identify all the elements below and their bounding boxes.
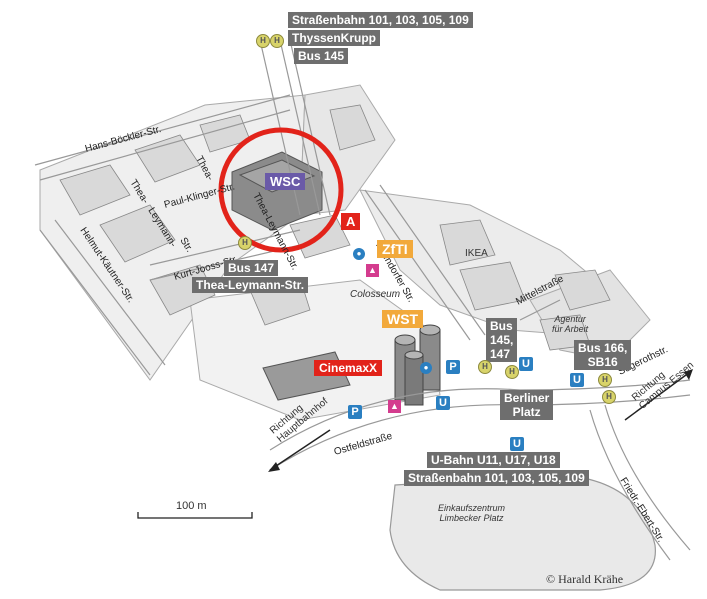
venue-einkaufszentrum: Einkaufszentrum Limbecker Platz: [438, 503, 506, 523]
label-bus-145-147: Bus 145, 147: [486, 318, 518, 362]
label-tram-north: Straßenbahn 101, 103, 105, 109: [288, 12, 473, 28]
venue-ikea: IKEA: [465, 248, 488, 259]
highlight-circle: [218, 127, 344, 253]
venue-wst[interactable]: WST: [382, 310, 424, 328]
ubahn-icon[interactable]: U: [510, 437, 524, 451]
stop-h-icon[interactable]: H: [478, 360, 492, 374]
label-bus-147: Bus 147: [224, 260, 279, 276]
scale-label: 100 m: [176, 500, 207, 512]
venue-colosseum: Colosseum: [350, 289, 401, 300]
label-ubahn: U-Bahn U11, U17, U18: [427, 452, 560, 468]
escalator-icon: ▲: [366, 264, 379, 277]
stop-h-icon[interactable]: H: [238, 236, 252, 250]
parking-icon[interactable]: P: [348, 405, 362, 419]
label-bus-145-north: Bus 145: [294, 48, 349, 64]
central-plaza: [189, 279, 441, 421]
credit: © Harald Krähe: [546, 572, 624, 586]
wheelchair-icon: ●: [420, 362, 432, 374]
ubahn-icon[interactable]: U: [570, 373, 584, 387]
venue-a[interactable]: A: [341, 213, 361, 230]
stop-h-icon[interactable]: H: [598, 373, 612, 387]
label-bus-166: Bus 166, SB16: [574, 340, 632, 370]
einkaufszentrum-shape: [389, 474, 656, 591]
label-tram-south: Straßenbahn 101, 103, 105, 109: [404, 470, 589, 486]
ubahn-icon[interactable]: U: [519, 357, 533, 371]
stop-h-icon[interactable]: H: [270, 34, 284, 48]
wheelchair-icon: ●: [353, 248, 365, 260]
street-ostfeldstrasse: Ostfeldstraße: [333, 431, 394, 458]
ubahn-icon[interactable]: U: [436, 396, 450, 410]
escalator-icon: ▲: [388, 400, 401, 413]
scale-bar: [137, 512, 253, 519]
stop-h-icon[interactable]: H: [602, 390, 616, 404]
parking-icon[interactable]: P: [446, 360, 460, 374]
label-thyssenkrupp: ThyssenKrupp: [288, 30, 381, 46]
venue-wsc[interactable]: WSC: [265, 173, 306, 190]
stop-h-icon[interactable]: H: [505, 365, 519, 379]
stop-h-icon[interactable]: H: [256, 34, 270, 48]
label-thea-leymann-stop: Thea-Leymann-Str.: [192, 277, 309, 293]
venue-agentur: Agentur für Arbeit: [552, 314, 589, 334]
label-berliner-platz: Berliner Platz: [500, 390, 554, 420]
venue-zfti[interactable]: ZfTI: [377, 240, 413, 258]
venue-cinemaxx[interactable]: CinemaxX: [314, 360, 383, 376]
